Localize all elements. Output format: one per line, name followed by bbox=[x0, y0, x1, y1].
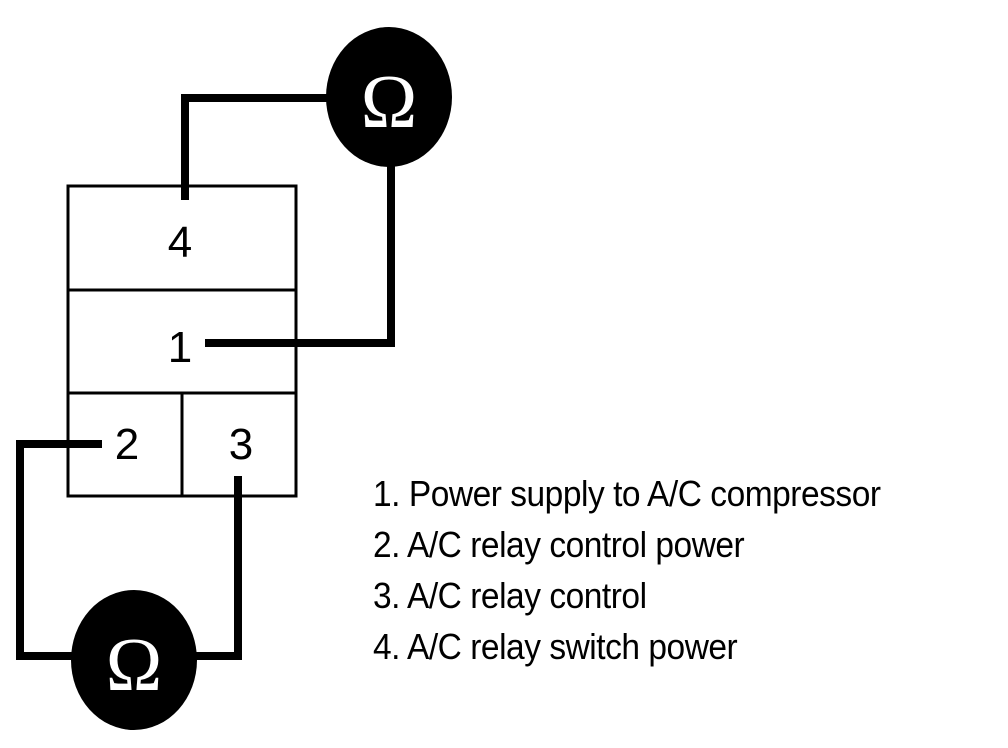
ohm-icon: Ω bbox=[106, 623, 162, 707]
legend-item: 4. A/C relay switch power bbox=[373, 626, 738, 667]
top-ohmmeter: Ω bbox=[326, 27, 452, 167]
legend-item: 3. A/C relay control bbox=[373, 575, 647, 616]
ohmmeter-body bbox=[326, 27, 452, 167]
legend-item: 2. A/C relay control power bbox=[373, 524, 745, 565]
pin-2-label: 2 bbox=[115, 420, 139, 469]
pin-3-label: 3 bbox=[229, 420, 253, 469]
wire-pin4-to-top-meter bbox=[181, 94, 330, 200]
ohm-icon: Ω bbox=[361, 60, 417, 144]
pin-legend: 1. Power supply to A/C compressor 2. A/C… bbox=[373, 468, 881, 672]
wire-pin2-to-bottom-meter bbox=[16, 440, 102, 660]
legend-item: 1. Power supply to A/C compressor bbox=[373, 473, 881, 514]
wire-pin1-to-top-meter bbox=[205, 165, 395, 347]
wire-pin3-to-bottom-meter bbox=[195, 476, 242, 660]
ohmmeter-body bbox=[71, 590, 197, 730]
pin-1-label: 1 bbox=[168, 323, 192, 372]
bottom-ohmmeter: Ω bbox=[71, 590, 197, 730]
pin-4-label: 4 bbox=[168, 218, 192, 267]
